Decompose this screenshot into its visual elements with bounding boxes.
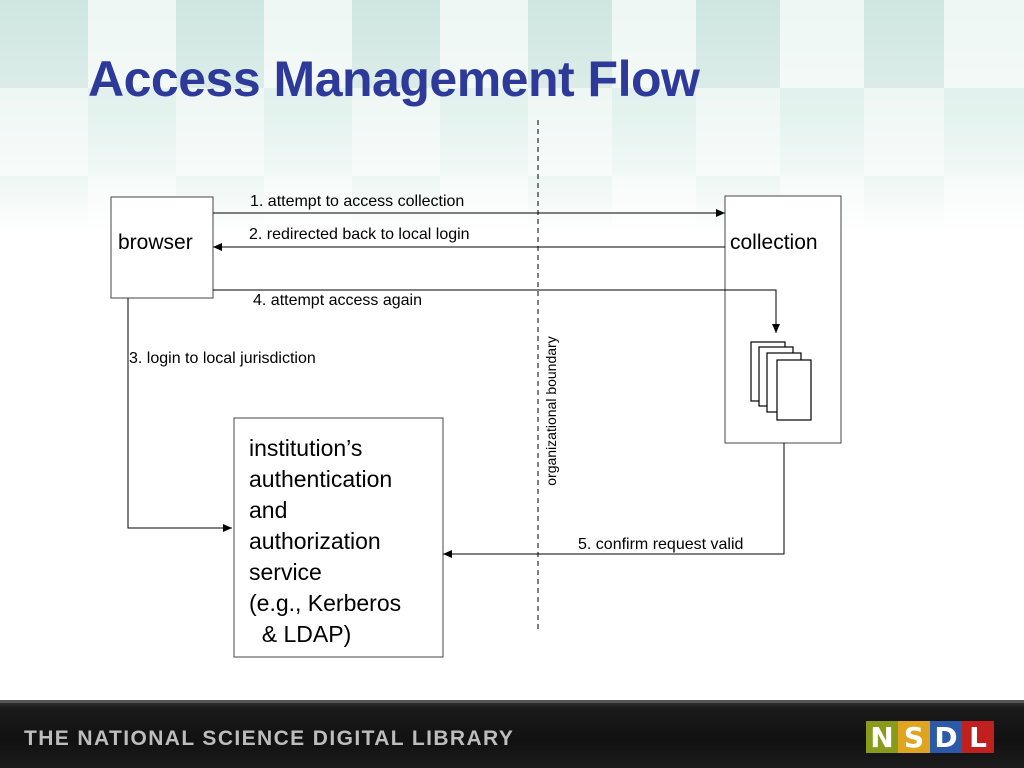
step5-label: 5. confirm request valid — [578, 536, 744, 553]
document-stack-icon — [750, 341, 812, 421]
service-label-line: and — [249, 497, 288, 523]
service-box — [233, 417, 444, 658]
service-label-line: (e.g., Kerberos — [249, 590, 402, 616]
service-label-line: institution’s — [249, 435, 363, 461]
service-label-line: & LDAP) — [249, 621, 352, 647]
step2-label: 2. redirected back to local login — [249, 226, 470, 243]
collection-label: collection — [730, 231, 818, 254]
service-label-line: service — [249, 559, 322, 585]
flow-diagram — [110, 120, 842, 658]
service-label-line: authentication — [249, 466, 393, 492]
logo-letter-l: L — [962, 721, 994, 754]
service-label: institution’s authentication and authorizat… — [249, 433, 401, 650]
slide-title: Access Management Flow — [88, 51, 700, 107]
logo-letter-d: D — [930, 721, 962, 754]
boundary-label: organizational boundary — [543, 336, 559, 486]
logo-letter-s: S — [898, 721, 930, 754]
step3-label: 3. login to local jurisdiction — [129, 350, 316, 367]
footer-divider — [0, 700, 1024, 703]
step1-label: 1. attempt to access collection — [250, 193, 465, 210]
footer-bar — [0, 700, 1024, 768]
browser-label: browser — [118, 231, 193, 254]
arrow-step3 — [127, 298, 232, 532]
footer-text: THE NATIONAL SCIENCE DIGITAL LIBRARY — [24, 727, 515, 750]
browser-box — [110, 196, 214, 299]
service-label-line: authorization — [249, 528, 381, 554]
nsdl-logo: N S D L — [866, 721, 994, 754]
arrow-step5 — [443, 443, 785, 558]
arrow-step4 — [213, 289, 780, 333]
step4-label: 4. attempt access again — [253, 292, 422, 309]
logo-letter-n: N — [866, 721, 898, 754]
background-fade — [0, 0, 1024, 235]
